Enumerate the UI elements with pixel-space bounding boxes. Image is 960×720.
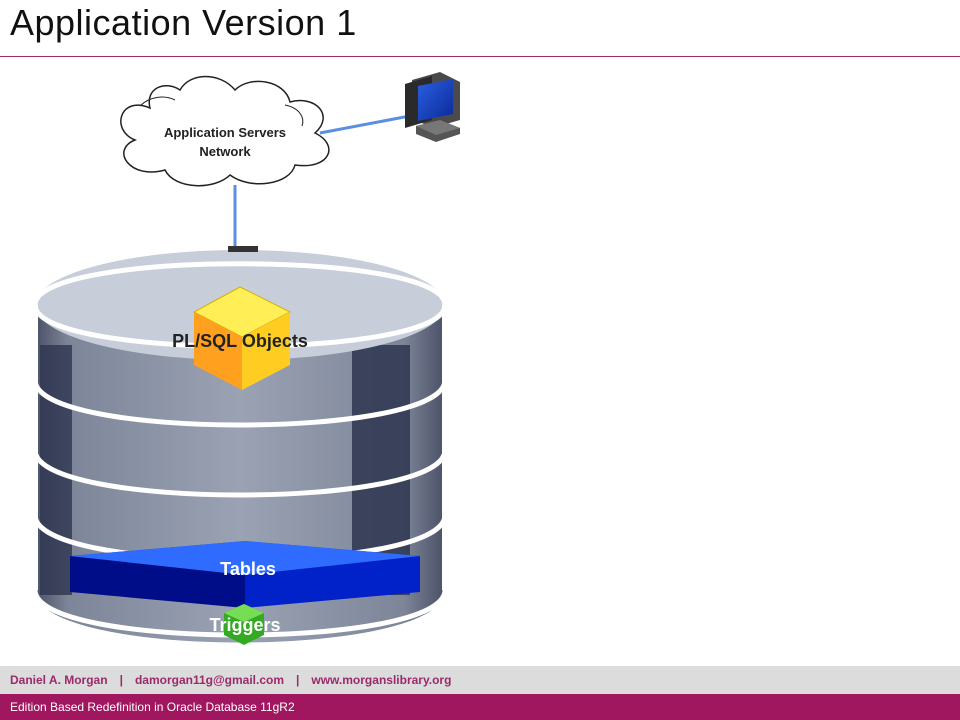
triggers-shape <box>224 604 264 645</box>
network-label-line1: Application Servers <box>164 125 286 140</box>
footer-website-link[interactable]: www.morganslibrary.org <box>311 673 452 687</box>
triggers-label: Triggers <box>209 615 280 635</box>
cloud-icon <box>120 75 330 187</box>
footer-separator: | <box>296 673 300 687</box>
title-divider <box>0 56 960 57</box>
footer-separator: | <box>119 673 123 687</box>
footer-email-link[interactable]: damorgan11g@gmail.com <box>134 673 285 687</box>
tables-label: Tables <box>220 559 276 579</box>
cube-icon <box>192 286 292 390</box>
computer-icon <box>405 72 460 142</box>
slide-title: Application Version 1 <box>10 2 357 43</box>
footer-bar: Daniel A. Morgan | damorgan11g@gmail.com… <box>0 666 960 694</box>
network-label-line2: Network <box>199 144 251 159</box>
presentation-subtitle: Edition Based Redefinition in Oracle Dat… <box>10 700 295 714</box>
footer-author: Daniel A. Morgan <box>10 673 108 687</box>
cloud-to-client-link <box>319 113 416 135</box>
plsql-objects-label: PL/SQL Objects <box>172 331 308 351</box>
bottom-bar: Edition Based Redefinition in Oracle Dat… <box>0 694 960 720</box>
architecture-diagram: Application Servers Network PL/SQL Objec… <box>35 72 460 645</box>
tables-shape <box>70 541 420 608</box>
